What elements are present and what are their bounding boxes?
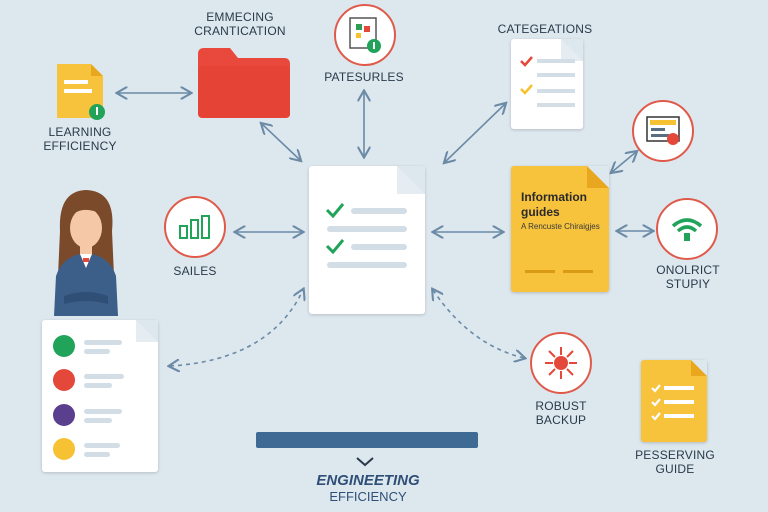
patesurles-label: PATESURLES — [324, 70, 404, 84]
categories-document[interactable] — [511, 39, 583, 129]
footer-title: ENGINEETING EFFICIENCY — [316, 472, 420, 504]
wifi-circle[interactable] — [656, 198, 718, 260]
color-list-document[interactable] — [42, 320, 158, 472]
checklist-document[interactable] — [641, 360, 707, 442]
information-guides-document[interactable]: Information guides A Rencuste Chiraigjes — [511, 166, 609, 292]
sales-label: SAILES — [173, 264, 217, 278]
arrow-categ-center — [445, 104, 505, 162]
monitor-icon — [646, 116, 680, 145]
arrow-guide-monitor — [612, 152, 636, 172]
wifi-icon — [671, 218, 703, 241]
info-guide-title: Information guides — [521, 190, 587, 219]
virus-circle[interactable] — [530, 332, 592, 394]
bar-chart-icon — [179, 215, 210, 239]
list-dot-red — [53, 369, 75, 391]
top-center-label: EMMECING CRANTICATION — [194, 10, 286, 38]
document-check-icon — [325, 203, 407, 268]
robust-label: ROBUST BACKUP — [535, 399, 587, 427]
pesserving-label: PESSERVING GUIDE — [635, 448, 715, 476]
monitor-circle[interactable] — [632, 100, 694, 162]
onolrict-label: ONOLRICT STUPIY — [656, 263, 720, 291]
arrow-folder-center — [262, 124, 300, 160]
learning-doc-icon — [55, 62, 105, 120]
sales-circle[interactable] — [164, 196, 226, 258]
info-guide-subtitle: A Rencuste Chiraigjes — [521, 222, 600, 231]
list-dot-yellow — [53, 438, 75, 460]
learning-label: LEARNING EFFICIENCY — [43, 125, 117, 153]
categeations-label: CATEGEATIONS — [497, 22, 593, 36]
puzzle-circle[interactable] — [334, 4, 396, 66]
puzzle-icon — [349, 17, 381, 53]
person-avatar — [50, 186, 122, 316]
central-document[interactable] — [309, 166, 425, 314]
progress-bar — [256, 432, 478, 448]
list-dot-green — [53, 335, 75, 357]
list-dot-purple — [53, 404, 75, 426]
virus-icon — [545, 347, 577, 379]
arrow-center-backup — [433, 290, 524, 358]
arrow-list-center — [170, 290, 303, 366]
folder-icon[interactable] — [198, 48, 290, 118]
checklist-icon — [651, 384, 694, 421]
chevron-down-icon[interactable] — [355, 456, 375, 468]
